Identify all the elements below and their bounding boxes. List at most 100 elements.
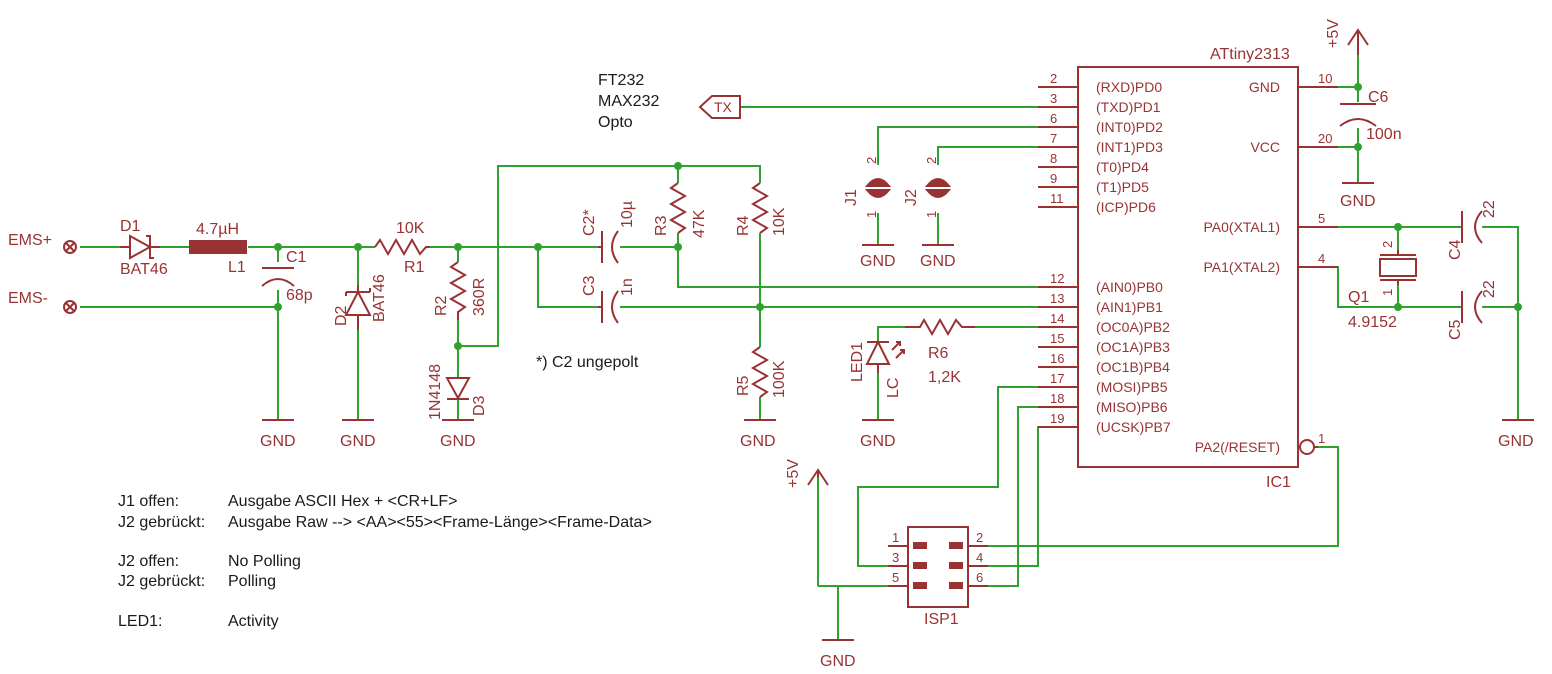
gnd-symbol: GND [260,419,296,450]
ic1-pin: 19 (UCSK)PB7 [1038,411,1171,435]
j2-pin1: 1 [924,211,939,218]
ic1-pin-number: 2 [1050,71,1057,86]
ic1-pin: 15(OC1A)PB3 [1038,331,1170,355]
note-value: Ausgabe Raw --> <AA><55><Frame-Länge><Fr… [228,514,652,531]
capacitor-c6: C6 100n [1339,89,1402,143]
ic1-pin-name: (ICP)PD6 [1096,199,1156,215]
ic1-pin-number: 3 [1050,91,1057,106]
svg-text:GND: GND [820,653,856,670]
c5-value: 22 [1481,280,1498,298]
c1-name: C1 [286,249,307,266]
ic1-pin-number: 10 [1318,71,1332,86]
ic1-pin-number: 12 [1050,271,1064,286]
gnd-symbol: GND [860,244,896,270]
ic1-pin-name: PA0(XTAL1) [1203,219,1280,235]
l1-value: 4.7µH [196,221,239,238]
r2-value: 360R [471,278,488,316]
svg-text:GND: GND [860,433,896,450]
tx-port: TX [698,95,741,119]
isp-pin6: 6 [976,570,983,585]
ems-minus-connector: EMS- [8,290,77,314]
capacitor-c4: C4 22 [1447,200,1498,260]
interface-labels: FT232 MAX232 Opto [598,72,659,131]
junction-dots [274,83,1522,350]
ic1-right-pins: 10GND20VCC5PA0(XTAL1)4PA1(XTAL2)1PA2(/RE… [1195,71,1338,455]
gnd-symbol: GND [740,419,776,450]
ic1-left-pins: 2(RXD)PD03(TXD)PD16(INT0)PD27(INT1)PD38(… [1038,71,1171,435]
svg-text:+5V: +5V [1325,19,1342,48]
l1-name: L1 [228,259,246,276]
ic1-pin-name: (MISO)PB6 [1096,399,1168,415]
capacitor-c5: C5 22 [1447,280,1498,340]
r3-name: R3 [653,215,670,236]
led-led1: LED1 LC [849,339,905,398]
c4-value: 22 [1481,200,1498,218]
note-label: J1 offen: [118,493,179,510]
r5-name: R5 [735,375,752,396]
ic1-pin: 12(AIN0)PB0 [1038,271,1163,295]
svg-text:GND: GND [860,253,896,270]
isp-pin3: 3 [892,550,899,565]
ic1-pin-name: PA2(/RESET) [1195,439,1280,455]
c6-name: C6 [1368,89,1389,106]
r3-value: 47K [691,209,708,238]
ic1-pin-name: (RXD)PD0 [1096,79,1162,95]
svg-text:+5V: +5V [785,459,802,488]
gnd-symbol: GND [860,419,896,450]
c2-value: 10µ [619,201,636,228]
interface-label-max232: MAX232 [598,93,659,110]
ic1-pin-name: (UCSK)PB7 [1096,419,1171,435]
ic1-pin: 3(TXD)PD1 [1038,91,1161,115]
r4-name: R4 [735,215,752,236]
c3-name: C3 [581,275,598,296]
c1-value: 68p [286,287,313,304]
crystal-q1: 2 1 Q1 4.9152 [1348,241,1417,331]
gnd-symbol: GND [340,419,376,450]
isp-pin2: 2 [976,530,983,545]
tx-label: TX [714,99,733,115]
note-value: No Polling [228,553,301,570]
inductor-l1: 4.7µH L1 [160,221,247,276]
d3-name: D3 [471,395,488,416]
jumper-j2: 2 1 J2 [903,157,952,218]
wires [80,55,1519,640]
ic1-pin-name: (INT1)PD3 [1096,139,1163,155]
q1-value: 4.9152 [1348,314,1397,331]
ic1-attiny2313: ATtiny2313 IC1 2(RXD)PD03(TXD)PD16(INT0)… [1038,46,1338,491]
note-label: J2 gebrückt: [118,573,205,590]
j1-pin2: 2 [864,157,879,164]
c2-name: C2* [581,209,598,236]
r6-name: R6 [928,345,949,362]
ems-minus-label: EMS- [8,290,48,307]
ic1-pin-number: 11 [1050,191,1064,206]
diode-d1: D1 BAT46 [120,218,168,278]
note-label: J2 offen: [118,553,179,570]
led1-name: LED1 [849,342,866,382]
ems-plus-label: EMS+ [8,232,52,249]
ic1-pin: 13(AIN1)PB1 [1038,291,1163,315]
r1-value: 10K [396,220,425,237]
isp-pin5: 5 [892,570,899,585]
note-label: J2 gebrückt: [118,514,205,531]
diode-d2: D2 BAT46 [333,274,388,330]
ic1-pin: 7(INT1)PD3 [1038,131,1163,155]
c5-name: C5 [1447,319,1464,340]
isp1-name: ISP1 [924,611,959,628]
ic1-pin-name: (AIN1)PB1 [1096,299,1163,315]
ic1-name: IC1 [1266,474,1291,491]
ic1-pin-number: 17 [1050,371,1064,386]
ic1-pin-number: 1 [1318,431,1325,446]
d3-value: 1N4148 [427,364,444,420]
ic1-pin-number: 5 [1318,211,1325,226]
ic1-pin-name: (INT0)PD2 [1096,119,1163,135]
ic1-pin-number: 19 [1050,411,1064,426]
ic1-pin-number: 8 [1050,151,1057,166]
d2-value: BAT46 [371,274,388,322]
capacitor-c1: C1 68p [261,249,313,304]
ic1-pin-number: 14 [1050,311,1064,326]
